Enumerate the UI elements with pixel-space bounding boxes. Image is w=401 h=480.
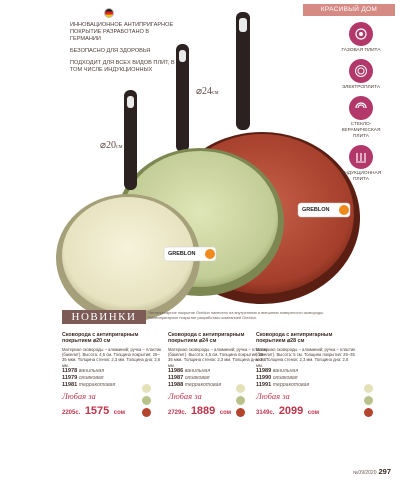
variant-row[interactable]: 11988 терракотовая (168, 382, 222, 389)
old-price: 3149с. (256, 410, 275, 417)
pan-28cm (164, 12, 360, 304)
color-swatches (236, 384, 246, 420)
footnote: *Антипригарное покрытие Greblon нанесено… (148, 310, 325, 315)
new-items-banner: НОВИНКИ (62, 310, 146, 324)
feature-list: ИННОВАЦИОННОЕ АНТИПРИГАРНОЕ ПОКРЫТИЕ РАЗ… (70, 22, 178, 79)
currency: сом (219, 410, 232, 417)
size-label-20: ⌀20см (100, 140, 123, 151)
swatch-olive[interactable] (364, 396, 373, 405)
gas-stove-icon (349, 22, 373, 46)
feature-item: БЕЗОПАСНО ДЛЯ ЗДОРОВЬЯ (70, 48, 151, 54)
price-label: Любая за (62, 391, 96, 402)
swatch-olive[interactable] (142, 396, 151, 405)
currency: сом (113, 410, 126, 417)
variant-row[interactable]: 11979 оливковая (62, 375, 104, 382)
feature-item: ПОДХОДИТ ДЛЯ ВСЕХ ВИДОВ ПЛИТ, В ТОМ ЧИСЛ… (70, 60, 175, 73)
color-swatches (142, 384, 152, 420)
cooktop-item: ЭЛЕКТРОПЛИТА (333, 59, 389, 91)
swatch-vanilla[interactable] (142, 384, 151, 393)
cooktop-label: ИНДУКЦИОННАЯ ПЛИТА (340, 171, 382, 182)
cooktop-item: ГАЗОВАЯ ПЛИТА (333, 22, 389, 54)
feature-item: ИННОВАЦИОННОЕ АНТИПРИГАРНОЕ ПОКРЫТИЕ РАЗ… (70, 22, 174, 42)
cooktop-icons: ГАЗОВАЯ ПЛИТА ЭЛЕКТРОПЛИТА СТЕКЛО-КЕРАМИ… (333, 22, 389, 188)
glass-ceramic-icon (349, 96, 373, 120)
product-title: Сковорода с антипригарным покрытием ⌀24 … (168, 332, 245, 345)
price-label: Любая за (168, 391, 202, 402)
variant-row[interactable]: 11987 оливковая (168, 375, 210, 382)
color-swatches (364, 384, 374, 420)
product-card[interactable]: Сковорода с антипригарным покрытием ⌀24 … (168, 332, 268, 419)
variant-row[interactable]: 11991 терракотовая (256, 382, 310, 389)
swatch-terracotta[interactable] (364, 408, 373, 417)
footnotes: *Антипригарное покрытие Greblon нанесено… (148, 310, 388, 320)
product-spec: Материал сковороды – алюминий; ручка – п… (62, 346, 162, 368)
swatch-vanilla[interactable] (236, 384, 245, 393)
variant-row[interactable]: 11981 терракотовая (62, 382, 116, 389)
electric-stove-icon (349, 59, 373, 83)
cooktop-label: ГАЗОВАЯ ПЛИТА (341, 48, 381, 53)
cooktop-label: ЭЛЕКТРОПЛИТА (341, 85, 381, 90)
product-card[interactable]: Сковорода с антипригарным покрытием ⌀28 … (256, 332, 356, 419)
brand-logo: GREBLON (168, 251, 196, 257)
price: 2729с. 1889 сом (168, 401, 268, 419)
product-spec: Материал сковороды – алюминий; ручка – п… (256, 346, 356, 368)
size-label-28: ⌀28см (256, 36, 279, 47)
old-price: 2205с. (62, 410, 81, 417)
price-label: Любая за (256, 391, 290, 402)
product-card[interactable]: Сковорода с антипригарным покрытием ⌀20 … (62, 332, 162, 419)
variant-row[interactable]: 11986 ванильная (168, 368, 211, 375)
pan-24cm (116, 44, 284, 296)
cooktop-label: СТЕКЛО-КЕРАМИЧЕСКАЯ ПЛИТА (341, 122, 381, 139)
swatch-vanilla[interactable] (364, 384, 373, 393)
new-price: 2099 (278, 405, 304, 418)
variant-row[interactable]: 11989 ванильная (256, 368, 299, 375)
pan-20cm (56, 90, 200, 322)
price: 2205с. 1575 сом (62, 401, 162, 419)
product-title: Сковорода с антипригарным покрытием ⌀28 … (256, 332, 333, 345)
price: 3149с. 2099 сом (256, 401, 356, 419)
old-price: 2729с. (168, 410, 187, 417)
swatch-olive[interactable] (236, 396, 245, 405)
issue-number: №09/2020 (353, 470, 377, 476)
cooktop-item: ИНДУКЦИОННАЯ ПЛИТА (333, 145, 389, 183)
currency: сом (307, 410, 320, 417)
swatch-terracotta[interactable] (142, 408, 151, 417)
new-price: 1889 (190, 405, 216, 418)
new-price: 1575 (84, 405, 110, 418)
germany-flag-icon (104, 8, 114, 18)
section-tab[interactable]: КРАСИВЫЙ ДОМ (303, 4, 395, 16)
product-columns: Сковорода с антипригарным покрытием ⌀20 … (62, 332, 392, 452)
variant-row[interactable]: 11990 оливковая (256, 375, 298, 382)
variant-row[interactable]: 11978 ванильная (62, 368, 105, 375)
product-spec: Материал сковороды – алюминий; ручка – п… (168, 346, 268, 368)
product-title: Сковорода с антипригарным покрытием ⌀20 … (62, 332, 139, 345)
footnote: **Антипригарное покрытие разработано ком… (148, 315, 258, 320)
brand-logo: GREBLON (302, 207, 330, 213)
cooktop-item: СТЕКЛО-КЕРАМИЧЕСКАЯ ПЛИТА (333, 96, 389, 140)
swatch-terracotta[interactable] (236, 408, 245, 417)
size-label-24: ⌀24см (196, 86, 219, 97)
page-number: 297 (378, 467, 391, 476)
induction-icon (349, 145, 373, 169)
